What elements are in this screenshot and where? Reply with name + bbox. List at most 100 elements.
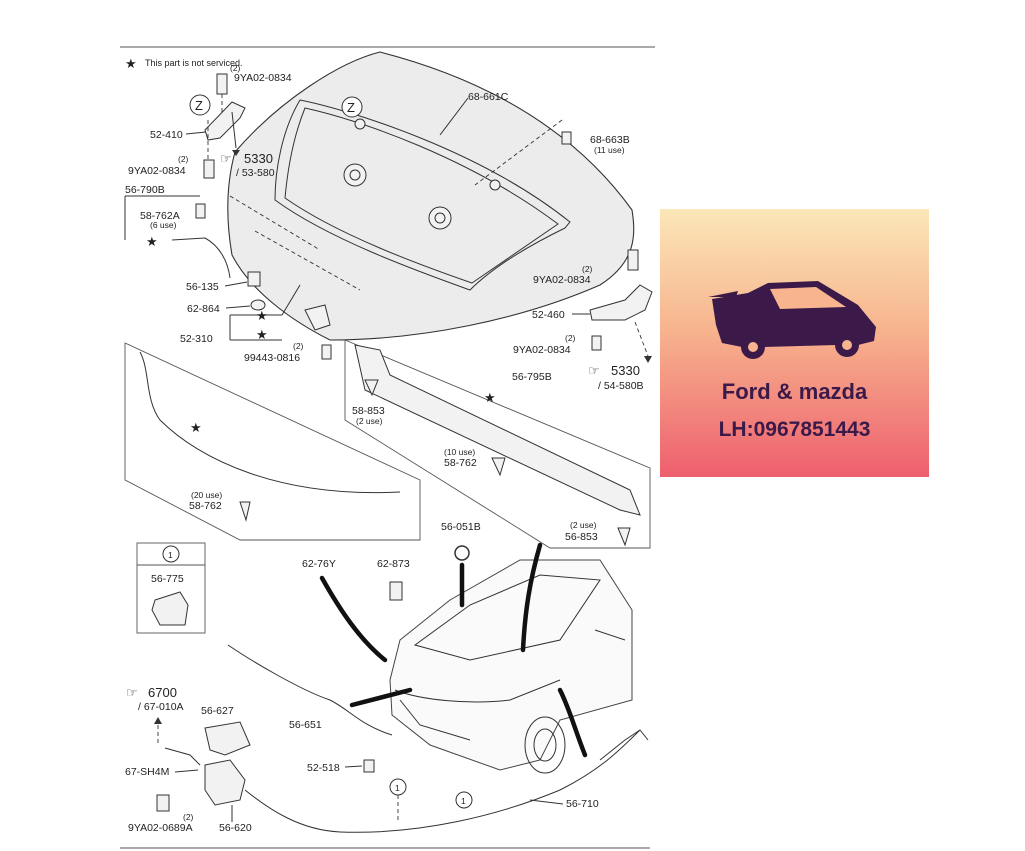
label-bolt-left: 9YA02-0834	[128, 165, 186, 177]
left-hinge-group	[203, 73, 246, 179]
svg-text:Z: Z	[347, 100, 355, 115]
grommet-part	[250, 299, 266, 311]
leader-56-710	[557, 687, 588, 758]
label-clip-seal-left: 58-853	[352, 405, 385, 417]
label-bumper-stop: 62-873	[377, 558, 410, 570]
clip-part	[617, 527, 631, 547]
label-bolt-right-bot: 9YA02-0834	[513, 344, 571, 356]
cap-part	[454, 545, 470, 561]
cable-clip-part	[363, 759, 375, 773]
label-qty: (2)	[293, 341, 304, 351]
leader-56-795B	[520, 542, 543, 653]
star-icon: ★	[256, 308, 268, 323]
car-outline	[389, 559, 633, 774]
label-qty: (10 use)	[444, 447, 475, 457]
svg-text:Z: Z	[195, 98, 203, 113]
brand-card: Ford & mazda LH:0967851443	[660, 209, 929, 477]
rear-seal-frame: 56-795B ★ 58-853 (2 use) (10 use) 58-762…	[344, 339, 651, 549]
lock-part	[204, 759, 246, 806]
label-clip-seal-right: 56-853	[565, 531, 598, 543]
clip-part	[491, 457, 506, 477]
label-ref-right: 5330	[611, 363, 640, 378]
pointer-icon: ☞	[220, 151, 232, 166]
label-group-left: 56-790B	[125, 184, 165, 196]
lever-part	[151, 591, 189, 626]
label-ref-left-sub: / 53-580	[236, 167, 275, 179]
not-serviced-note: ★ This part is not serviced.	[125, 56, 243, 71]
label-ref-left: 5330	[244, 151, 273, 166]
leader-62-76Y	[319, 575, 388, 663]
clip-part	[195, 203, 206, 219]
ref-z-hood: Z	[341, 96, 363, 118]
label-cable-long: 56-710	[566, 798, 599, 810]
label-ref-bottom: 6700	[148, 685, 177, 700]
label-qty: (2)	[183, 812, 194, 822]
svg-text:1: 1	[461, 796, 466, 806]
label-clip-left: 58-762A	[140, 210, 180, 222]
label-striker: 52-310	[180, 333, 213, 345]
striker-part	[304, 304, 331, 331]
brand-name: Ford & mazda	[721, 379, 868, 404]
front-seal-frame: ★ (20 use) 58-762	[124, 342, 421, 541]
label-qty: (2)	[565, 333, 576, 343]
svg-text:1: 1	[395, 783, 400, 793]
label-qty: (2 use)	[570, 520, 597, 530]
lever-box: 1 56-775	[136, 542, 206, 634]
clip-part	[239, 501, 251, 522]
label-seal-hood: 68-661C	[468, 91, 509, 103]
label-qty: (11 use)	[594, 145, 625, 155]
label-lever: 56-775	[151, 573, 184, 585]
cable-long-part	[244, 729, 641, 833]
label-clip-center: 58-762	[444, 457, 477, 469]
pointer-icon: ☞	[126, 685, 138, 700]
pointer-icon: ☞	[588, 363, 600, 378]
label-bolt-top: 9YA02-0834	[234, 72, 292, 84]
label-striker-bolt: 99443-0816	[244, 352, 300, 364]
star-icon: ★	[484, 390, 496, 405]
label-seal-front: 62-76Y	[302, 558, 336, 570]
label-hinge-right: 52-460	[532, 309, 565, 321]
label-ref-bottom-sub: / 67-010A	[138, 701, 184, 713]
label-qty: (20 use)	[191, 490, 222, 500]
label-lock: 56-620	[219, 822, 252, 834]
label-cable-clip: 52-518	[307, 762, 340, 774]
label-ref-right-sub: / 54-580B	[598, 380, 644, 392]
leader-56-651	[349, 687, 413, 708]
star-icon: ★	[256, 327, 268, 342]
brand-phone: LH:0967851443	[718, 418, 871, 441]
label-qty: (2)	[178, 154, 189, 164]
hood-panel	[227, 51, 635, 341]
sports-car-icon	[708, 281, 876, 359]
label-qty: (2 use)	[356, 416, 383, 426]
label-qty: (6 use)	[150, 220, 177, 230]
star-icon: ★	[125, 56, 137, 71]
ref-circle-1	[455, 791, 473, 809]
cable-short-part	[227, 644, 393, 736]
label-insulator-cap: 56-051B	[441, 521, 481, 533]
clip-part	[364, 379, 379, 397]
label-seal-rear: 56-795B	[512, 371, 552, 383]
label-bolt-right-top: 9YA02-0834	[533, 274, 591, 286]
label-qty: (2)	[230, 63, 241, 73]
label-lock-harness: 67-SH4M	[125, 766, 169, 778]
seal-part	[171, 237, 231, 279]
label-lock-cover: 56-627	[201, 705, 234, 717]
label-qty: (2)	[582, 264, 593, 274]
label-cable-short: 56-651	[289, 719, 322, 731]
bumper-stop-part	[389, 581, 403, 601]
lock-cover-part	[204, 721, 251, 756]
svg-text:1: 1	[168, 550, 173, 560]
bolt-part	[591, 335, 602, 351]
label-clip-front: 58-762	[189, 500, 222, 512]
star-icon: ★	[146, 234, 158, 249]
note-text: This part is not serviced.	[145, 58, 243, 68]
label-clip-hood: 68-663B	[590, 134, 630, 146]
bumper-part	[247, 271, 261, 287]
label-hinge-left: 52-410	[150, 129, 183, 141]
clip-part	[561, 131, 572, 145]
bolt-part	[156, 794, 170, 812]
label-bumper: 56-135	[186, 281, 219, 293]
bolt-part	[321, 344, 332, 360]
star-icon: ★	[190, 420, 202, 435]
